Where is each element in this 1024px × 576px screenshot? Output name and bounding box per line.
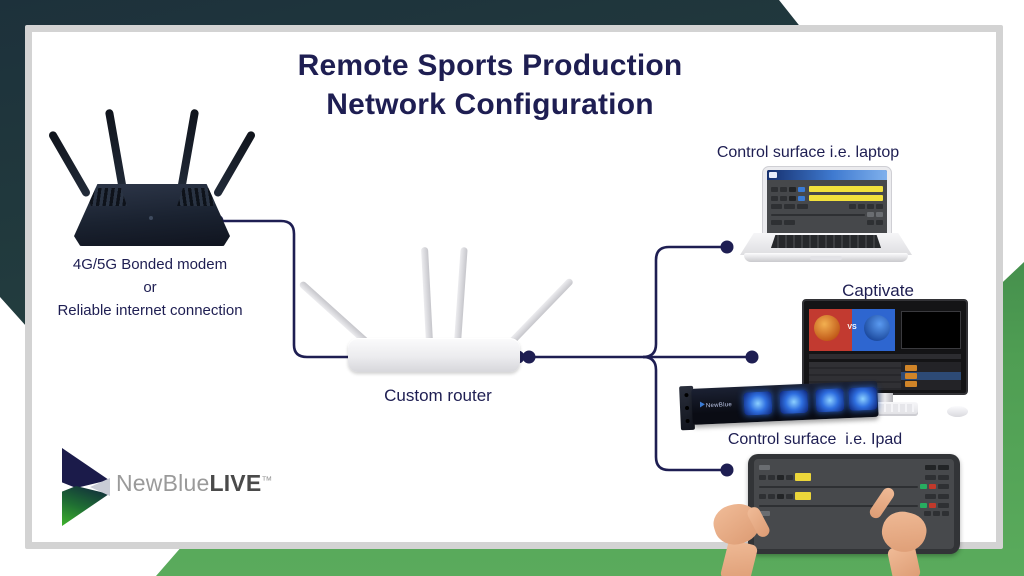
- monitor-screen: VS: [802, 299, 968, 395]
- tablet-body: [748, 454, 960, 554]
- laptop-illustration: [740, 166, 912, 262]
- rack-chassis: NewBlue: [691, 380, 879, 425]
- title-line-1: Remote Sports Production: [297, 49, 683, 82]
- antenna-icon: [454, 246, 468, 344]
- fan-glow: [815, 388, 845, 413]
- router-body: [348, 338, 520, 372]
- app-header-bar: [767, 170, 887, 180]
- laptop-screen: [762, 166, 892, 242]
- thumbnail: [905, 373, 917, 379]
- mouse: [947, 406, 968, 417]
- mascot-left: [814, 315, 840, 341]
- fader-highlight: [809, 195, 883, 201]
- title-line-2: Network Configuration: [326, 88, 654, 121]
- router-illustration: [298, 246, 575, 375]
- fader-highlight: [795, 473, 811, 481]
- captivate-monitor-illustration: VS: [802, 299, 968, 422]
- rack-server-illustration: NewBlue: [679, 376, 881, 435]
- thumbnail: [905, 365, 917, 371]
- fan-glow: [779, 389, 809, 414]
- laptop-deck: [740, 233, 912, 255]
- captivate-label: Captivate: [842, 281, 914, 300]
- modem-label: 4G/5G Bonded modem or Reliable internet …: [57, 256, 243, 319]
- preview-window: VS: [809, 309, 895, 351]
- laptop-base: [744, 253, 908, 262]
- program-window: [901, 311, 961, 349]
- trackpad: [809, 256, 843, 260]
- app-logo-icon: [769, 172, 777, 178]
- vent-grille: [85, 188, 127, 206]
- fader-highlight: [809, 186, 883, 192]
- rack-brand: NewBlue: [700, 400, 732, 409]
- fan-glow: [848, 386, 878, 411]
- mascot-right: [864, 315, 890, 341]
- control-app-screen: [767, 170, 887, 237]
- toolbar-strip: [809, 354, 961, 359]
- newbluelive-logo: NewBlueLIVE™: [58, 444, 318, 528]
- router-label: Custom router: [384, 386, 492, 405]
- vent-grille: [177, 188, 219, 206]
- keyboard-keys: [770, 235, 882, 248]
- status-led: [148, 216, 153, 220]
- fader-highlight: [795, 492, 811, 500]
- left-arm: [719, 538, 759, 576]
- ipad-illustration: [690, 446, 990, 576]
- page-title: Remote Sports Production Network Configu…: [260, 46, 720, 124]
- logo-wordmark: NewBlueLIVE™: [116, 470, 273, 496]
- laptop-label: Control surface i.e. laptop: [716, 144, 900, 161]
- fan-glow: [743, 391, 773, 416]
- modem-body: [74, 184, 230, 246]
- versus-text: VS: [847, 324, 857, 331]
- ipad-label: Control surface i.e. Ipad: [727, 431, 903, 448]
- selected-row-highlight: [901, 372, 961, 380]
- antenna-icon: [420, 246, 433, 344]
- thumbnail: [905, 381, 917, 387]
- modem-illustration: [47, 108, 257, 246]
- newblue-chevron-icon: [700, 401, 705, 407]
- media-bin-panel: [901, 362, 961, 390]
